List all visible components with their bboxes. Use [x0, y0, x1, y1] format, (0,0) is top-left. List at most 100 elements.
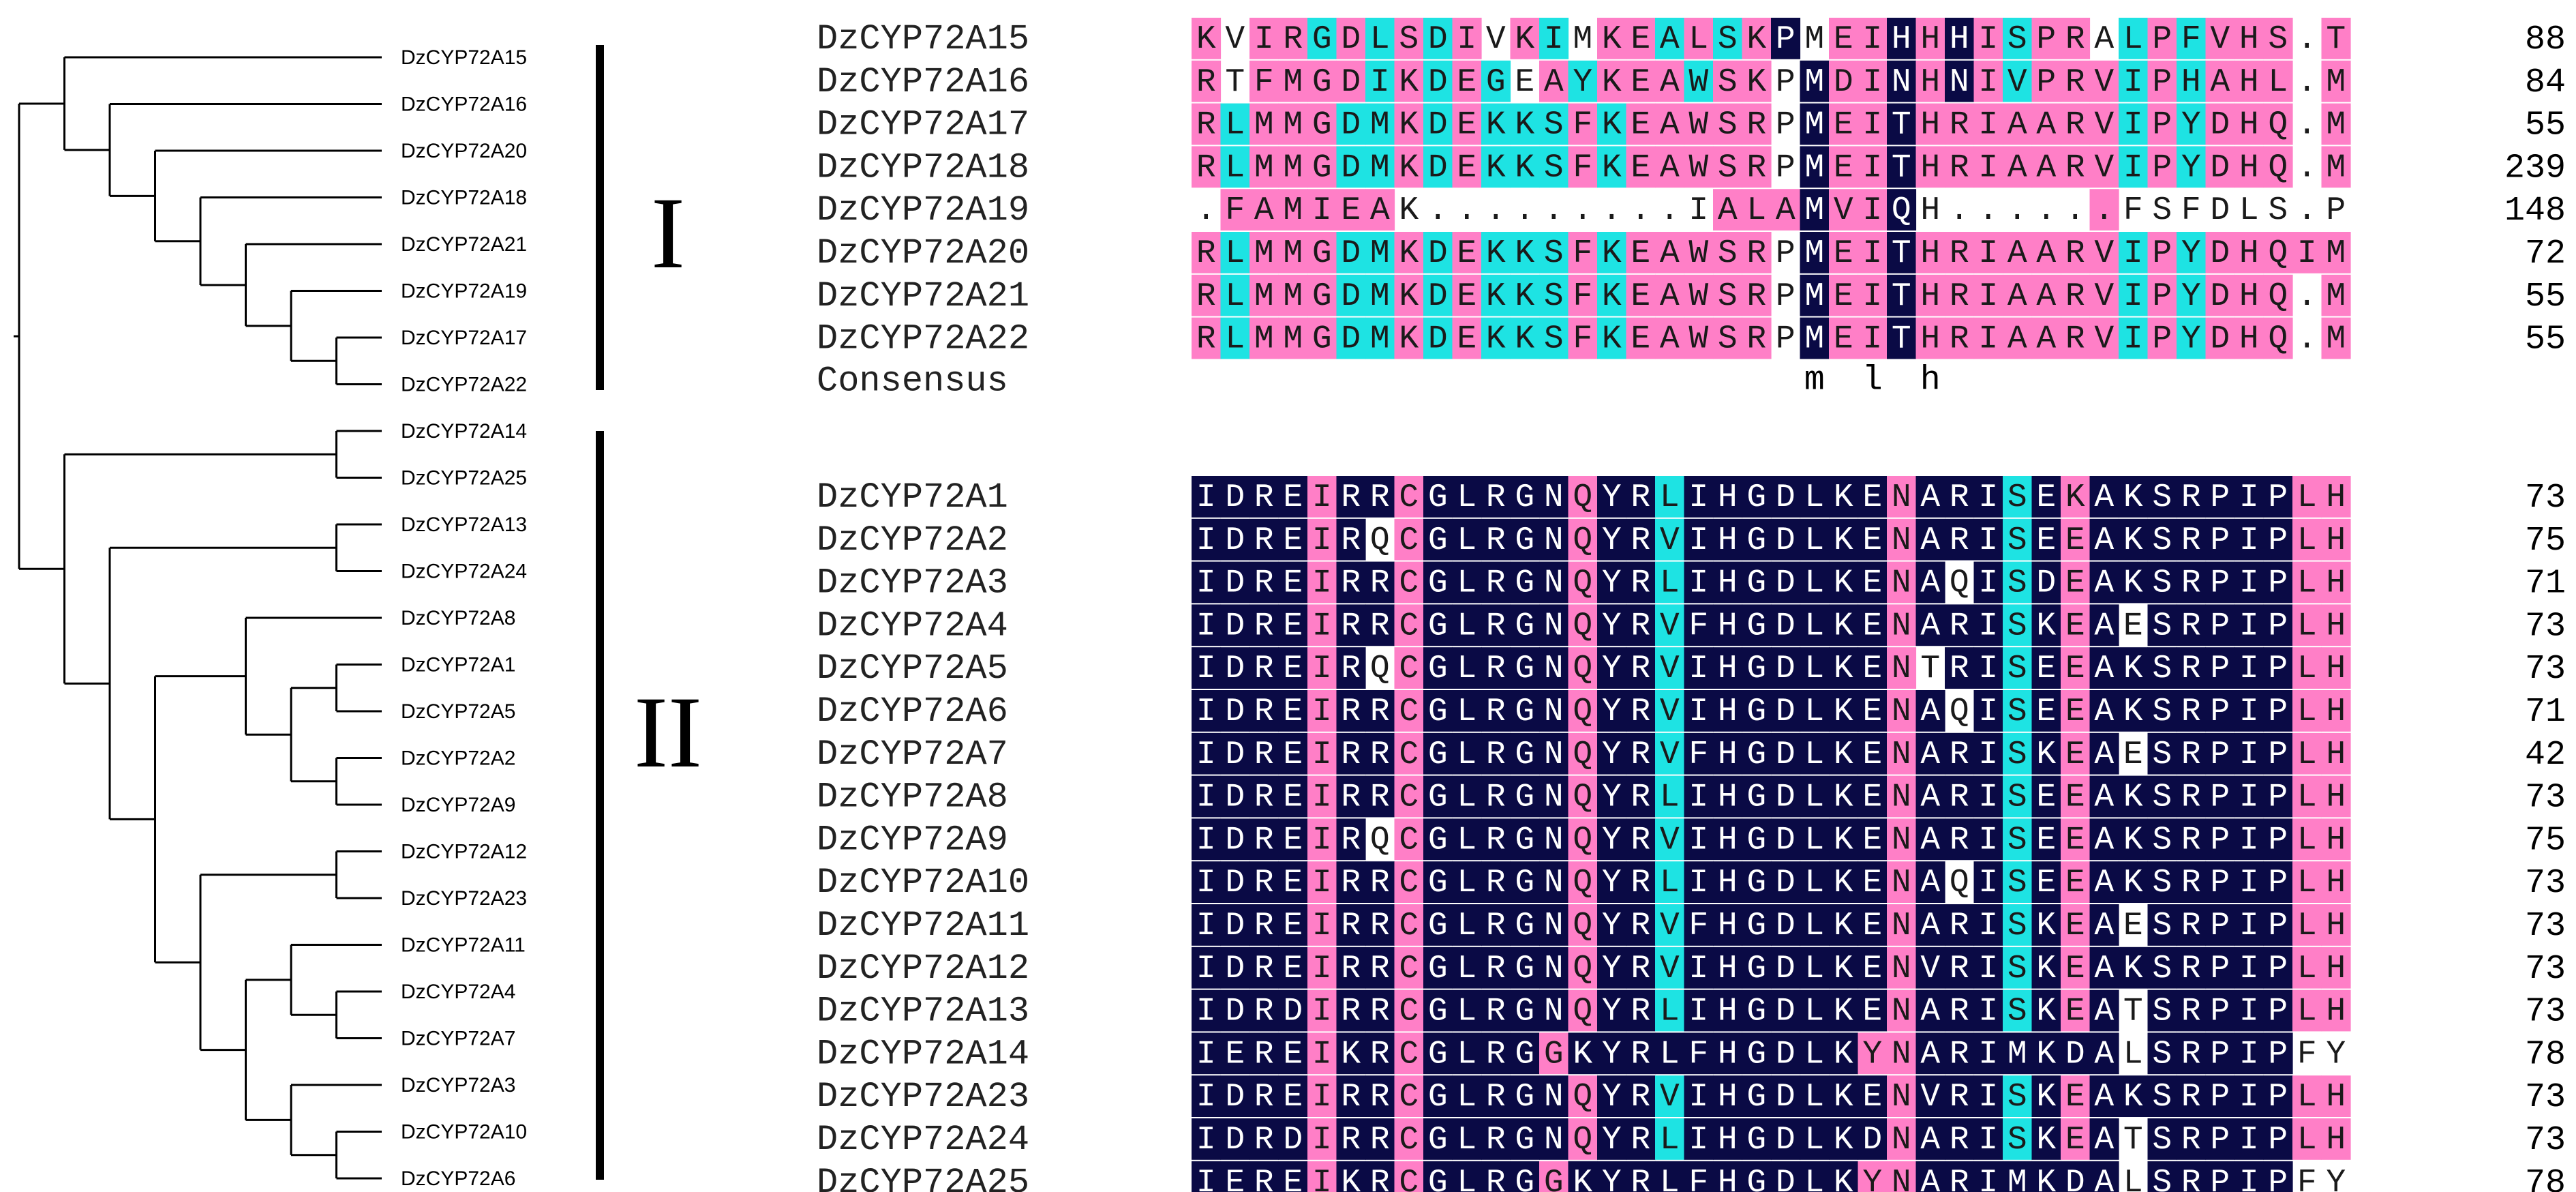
- residue: R: [1254, 908, 1274, 944]
- residue-shading: [1655, 232, 1685, 273]
- residue: L: [1804, 1036, 1824, 1073]
- residue: K: [2036, 736, 2056, 773]
- residue-shading: [1394, 232, 1424, 273]
- residue: A: [1660, 21, 1680, 58]
- residue: I: [2239, 565, 2259, 602]
- residue: E: [1834, 278, 1853, 315]
- residue: I: [2239, 479, 2259, 516]
- residue: K: [1834, 822, 1853, 859]
- residue: S: [2152, 1165, 2172, 1192]
- residue: G: [1515, 908, 1534, 944]
- residue: E: [1341, 192, 1361, 229]
- residue: D: [2065, 1036, 2085, 1073]
- residue: L: [2239, 192, 2259, 229]
- residue: I: [1544, 21, 1564, 58]
- residue-shading: [1597, 518, 1627, 561]
- residue: K: [1602, 21, 1622, 58]
- residue: K: [2036, 994, 2056, 1030]
- leaf-label: DzCYP72A15: [401, 46, 527, 69]
- residue: H: [1718, 779, 1738, 816]
- residue: K: [1834, 736, 1853, 773]
- residue-shading: [2321, 317, 2351, 359]
- residue: L: [1660, 994, 1680, 1030]
- residue: H: [1920, 278, 1940, 315]
- residue-shading: [1945, 274, 1975, 316]
- residue: L: [1660, 865, 1680, 902]
- residue-shading: [2234, 232, 2264, 273]
- residue-shading: [2234, 518, 2264, 561]
- residue-shading: [2061, 561, 2091, 604]
- residue: Y: [2326, 1165, 2346, 1192]
- residue: P: [2210, 651, 2230, 687]
- residue: G: [1746, 522, 1766, 559]
- residue-shading: [1655, 103, 1685, 145]
- residue: P: [1776, 107, 1795, 144]
- residue-shading: [2061, 476, 2091, 518]
- residue-shading: [2177, 274, 2207, 316]
- residue: G: [1515, 1036, 1534, 1073]
- residue: G: [1515, 1079, 1534, 1116]
- residue: M: [1283, 235, 1303, 272]
- residue-shading: [2089, 232, 2119, 273]
- residue: I: [2123, 278, 2143, 315]
- residue: R: [1631, 651, 1650, 687]
- residue: .: [1978, 192, 1998, 229]
- residue-shading: [1452, 60, 1482, 102]
- residue: S: [2007, 694, 2027, 730]
- residue-shading: [1915, 60, 1945, 102]
- residue: V: [2094, 321, 2114, 358]
- residue: Y: [1602, 694, 1622, 730]
- residue: .: [1486, 192, 1506, 229]
- residue: K: [1834, 522, 1853, 559]
- sequence-name: DzCYP72A18: [817, 147, 1029, 188]
- residue: H: [1920, 321, 1940, 358]
- residue: L: [2297, 779, 2317, 816]
- residue: P: [1776, 321, 1795, 358]
- residue-shading: [1858, 146, 1888, 188]
- residue: H: [1920, 21, 1940, 58]
- residue-shading: [1945, 518, 1975, 561]
- residue: L: [1370, 21, 1390, 58]
- residue: S: [2152, 694, 2172, 730]
- residue: S: [2152, 1079, 2172, 1116]
- residue-shading: [1481, 274, 1511, 316]
- residue: L: [1225, 278, 1245, 315]
- residue: E: [1283, 1165, 1303, 1192]
- residue: C: [1399, 908, 1419, 944]
- residue: M: [2326, 107, 2346, 144]
- residue: E: [2065, 565, 2085, 602]
- residue: F: [1688, 1165, 1708, 1192]
- residue: V: [1660, 694, 1680, 730]
- residue: K: [2036, 1036, 2056, 1073]
- residue: H: [2239, 321, 2259, 358]
- residue: R: [2065, 21, 2085, 58]
- leaf-label: DzCYP72A17: [401, 327, 527, 349]
- residue-shading: [1713, 274, 1743, 316]
- residue: A: [2094, 651, 2114, 687]
- residue: K: [1602, 321, 1622, 358]
- residue: H: [2326, 608, 2346, 644]
- residue-shading: [1915, 232, 1945, 273]
- residue: E: [1862, 1079, 1882, 1116]
- residue-shading: [2177, 561, 2207, 604]
- residue-shading: [1307, 274, 1337, 316]
- residue-shading: [2089, 189, 2119, 230]
- residue: R: [2065, 149, 2085, 186]
- residue: L: [2123, 21, 2143, 58]
- residue-shading: [1336, 60, 1366, 102]
- residue: K: [1573, 1036, 1592, 1073]
- residue: I: [1196, 522, 1216, 559]
- residue: I: [1196, 608, 1216, 644]
- residue: K: [1602, 278, 1622, 315]
- leaf-label: DzCYP72A18: [401, 187, 527, 209]
- residue: K: [2036, 1079, 2056, 1116]
- residue-shading: [2205, 317, 2235, 359]
- residue: Q: [1573, 822, 1592, 859]
- residue-shading: [1973, 476, 2003, 518]
- residue: I: [1978, 235, 1998, 272]
- residue: S: [2007, 865, 2027, 902]
- residue: N: [1544, 565, 1564, 602]
- residue: E: [2065, 651, 2085, 687]
- residue: I: [2239, 779, 2259, 816]
